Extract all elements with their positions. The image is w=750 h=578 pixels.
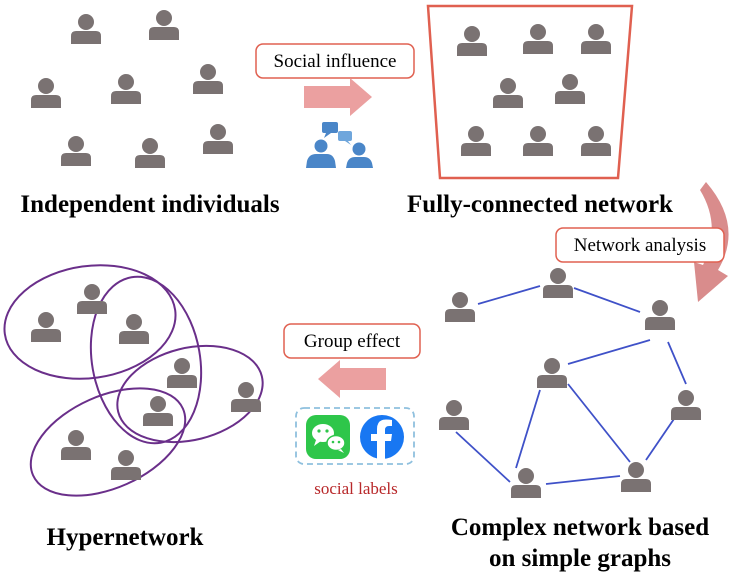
complex-network-label-line2: on simple graphs xyxy=(489,545,671,572)
social-labels-box xyxy=(295,407,415,465)
person-icon xyxy=(439,400,469,430)
graph-edges xyxy=(455,285,687,485)
person-icon xyxy=(523,126,553,156)
social-influence-arrow xyxy=(304,78,372,116)
social-influence-label: Social influence xyxy=(274,51,397,72)
graph-edge xyxy=(455,431,511,483)
person-icon xyxy=(193,64,223,94)
graph-edge xyxy=(667,341,687,385)
person-icon xyxy=(167,358,197,388)
network-analysis-label: Network analysis xyxy=(574,235,706,256)
graph-edge xyxy=(515,389,541,469)
graph-edge xyxy=(645,415,677,461)
person-icon xyxy=(581,24,611,54)
independent-individuals-group xyxy=(31,10,233,168)
person-icon xyxy=(111,450,141,480)
person-icon xyxy=(61,430,91,460)
graph-edge xyxy=(477,285,541,305)
fully-connected-box xyxy=(426,4,634,180)
hyperedges xyxy=(3,264,264,497)
complex-network-label-line1: Complex network based xyxy=(451,514,709,541)
person-icon xyxy=(621,462,651,492)
hypernetwork-group xyxy=(31,284,261,480)
person-icon xyxy=(31,312,61,342)
hyperedge xyxy=(3,264,177,380)
person-icon xyxy=(511,468,541,498)
person-icon xyxy=(135,138,165,168)
hyperedge xyxy=(89,275,203,445)
fully-connected-label: Fully-connected network xyxy=(407,191,673,218)
graph-edge xyxy=(567,339,651,365)
person-icon xyxy=(457,26,487,56)
independent-individuals-label: Independent individuals xyxy=(20,191,279,218)
graph-edge xyxy=(545,475,621,485)
group-effect-box xyxy=(283,323,421,359)
person-icon xyxy=(119,314,149,344)
graph-edge xyxy=(573,287,641,313)
person-icon xyxy=(143,396,173,426)
group-effect-label: Group effect xyxy=(304,331,401,352)
network-analysis-box xyxy=(555,227,725,263)
person-icon xyxy=(203,124,233,154)
social-influence-box xyxy=(255,43,415,79)
person-icon xyxy=(445,292,475,322)
wechat-icon xyxy=(306,415,350,459)
graph-edge xyxy=(567,383,631,463)
hyperedge xyxy=(29,387,187,497)
person-icon xyxy=(645,300,675,330)
person-icon xyxy=(231,382,261,412)
hyperedge xyxy=(116,344,264,444)
person-icon xyxy=(149,10,179,40)
person-icon xyxy=(71,14,101,44)
social-labels-text: social labels xyxy=(314,479,398,498)
person-icon xyxy=(543,268,573,298)
person-icon xyxy=(581,126,611,156)
fully-connected-group xyxy=(457,24,611,156)
person-icon xyxy=(31,78,61,108)
person-icon xyxy=(61,136,91,166)
complex-network-group xyxy=(439,268,701,498)
person-icon xyxy=(523,24,553,54)
person-icon xyxy=(537,358,567,388)
group-effect-arrow xyxy=(318,360,386,398)
person-icon xyxy=(671,390,701,420)
hypernetwork-label: Hypernetwork xyxy=(47,524,204,551)
person-icon xyxy=(555,74,585,104)
person-icon xyxy=(461,126,491,156)
person-icon xyxy=(111,74,141,104)
chat-people-icon xyxy=(306,122,373,168)
facebook-icon xyxy=(360,415,404,459)
person-icon xyxy=(493,78,523,108)
